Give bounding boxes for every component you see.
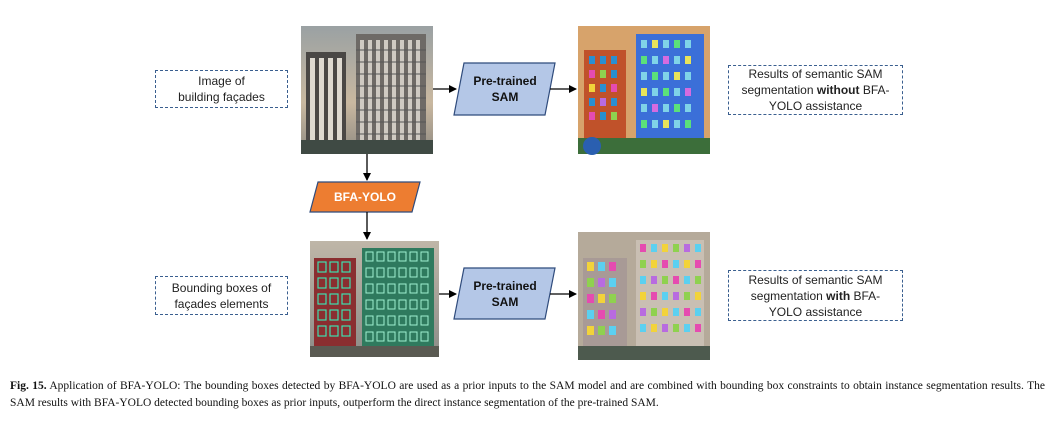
- result-with-line3: YOLO assistance: [768, 304, 863, 319]
- sam-bottom-label-line2: SAM: [491, 295, 519, 309]
- figure-caption: Fig. 15. Application of BFA-YOLO: The bo…: [10, 378, 1045, 412]
- result-with-line1: Results of semantic SAM: [748, 272, 883, 287]
- input-image-label-line2: building façades: [178, 90, 265, 104]
- figure-number: Fig. 15.: [10, 380, 47, 392]
- bounding-boxes-photo: [310, 241, 439, 357]
- sam-result-without-yolo-photo: [578, 26, 710, 155]
- with-emphasis: with: [826, 288, 851, 303]
- bounding-boxes-label-line1: Bounding boxes of: [171, 280, 272, 295]
- pipeline-diagram: [301, 26, 710, 360]
- sam-top-node: [453, 62, 556, 116]
- result-without-line1: Results of semantic SAM: [748, 67, 883, 81]
- bfa-yolo-node: [309, 181, 421, 213]
- sam-bottom-label: Pre-trained SAM: [456, 278, 554, 310]
- sam-top-label: Pre-trained SAM: [456, 73, 554, 105]
- sam-top-label-line2: SAM: [491, 90, 519, 104]
- result-with-line2: segmentation with BFA-: [750, 288, 881, 303]
- result-without-line3: YOLO assistance: [768, 99, 863, 113]
- result-without-yolo-box: Results of semantic SAM segmentation wit…: [728, 65, 903, 115]
- facade-photo-original: [301, 26, 433, 154]
- bfa-yolo-label: BFA-YOLO: [334, 190, 396, 204]
- input-image-label-line1: Image of: [198, 74, 245, 88]
- sam-top-label-line1: Pre-trained: [473, 74, 537, 88]
- input-image-label-box: Image of building façades: [155, 70, 288, 108]
- sam-result-with-yolo-photo: [578, 232, 710, 360]
- result-with-yolo-box: Results of semantic SAM segmentation wit…: [728, 270, 903, 321]
- bounding-boxes-label-box: Bounding boxes of façades elements: [155, 276, 288, 315]
- bounding-boxes-label-line2: façades elements: [174, 296, 269, 311]
- caption-text: Application of BFA-YOLO: The bounding bo…: [10, 380, 1045, 409]
- result-without-line2: segmentation without BFA-: [741, 83, 890, 97]
- sam-bottom-node: [453, 267, 556, 320]
- sam-bottom-label-line1: Pre-trained: [473, 279, 537, 293]
- without-emphasis: without: [816, 83, 860, 97]
